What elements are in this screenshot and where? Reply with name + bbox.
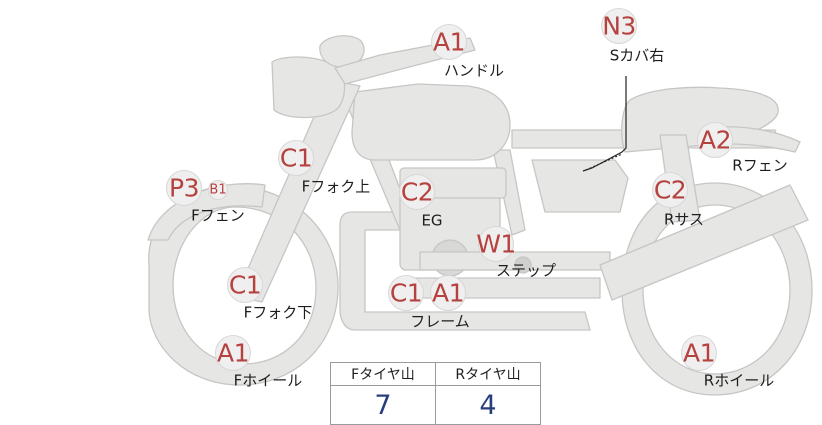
rsus-bubble <box>652 172 688 208</box>
headlight-shape <box>271 56 346 119</box>
rsus-label: Rサス <box>663 210 705 229</box>
rwheel-label: Rホイール <box>703 371 775 390</box>
tire-tread-table: Fタイヤ山 Rタイヤ山 7 4 <box>330 362 541 425</box>
frame-code-1: C1 <box>389 278 423 308</box>
frame-bubble-2 <box>430 275 466 311</box>
fwheel-bubble <box>215 335 251 371</box>
step-code: W1 <box>476 229 516 259</box>
sidecover-pointer-dash <box>585 153 623 171</box>
ffork-lo-label: Fフォク下 <box>243 303 313 322</box>
gauge-shape <box>319 35 365 68</box>
rwheel-bubble <box>681 335 717 371</box>
handle-bubble <box>431 24 467 60</box>
frame-code-2: A1 <box>431 278 465 308</box>
ffork-up-bubble <box>278 140 314 176</box>
tank-shape <box>351 83 511 161</box>
step-label: ステップ <box>495 261 557 280</box>
front-tire-value: 7 <box>330 385 436 425</box>
rfender-bubble <box>697 122 733 158</box>
muffler-shape <box>599 184 809 301</box>
front-fork-shape <box>235 79 361 303</box>
scover-label: Sカバ右 <box>609 46 665 65</box>
front-tire-header: Fタイヤ山 <box>330 362 436 386</box>
exhaust-shape <box>339 211 591 331</box>
eg-label: EG <box>421 211 443 230</box>
eg-code: C2 <box>400 177 434 207</box>
ffork-lo-code: C1 <box>228 270 262 300</box>
scover-bubble <box>601 8 637 44</box>
handle-label: ハンドル <box>443 61 505 80</box>
ffender-bubble <box>166 170 202 206</box>
step-knob-shape <box>514 256 532 274</box>
ffork-lo-bubble <box>227 267 263 303</box>
frame-bubble-1 <box>388 275 424 311</box>
fwheel-code: A1 <box>216 338 250 368</box>
ffender-label: Fフェン <box>191 206 245 225</box>
sidecover-pointer-line <box>582 76 627 172</box>
ffender-sub-bubble <box>208 180 228 200</box>
step-bubble <box>478 226 514 262</box>
handle-code: A1 <box>432 27 466 57</box>
ffork-up-label: Fフォク上 <box>301 177 371 196</box>
rfender-code: A2 <box>698 125 732 155</box>
side-cover-shape <box>531 159 629 213</box>
ffork-up-code: C1 <box>279 143 313 173</box>
ffender-code-2: B1 <box>209 182 227 198</box>
rfender-label: Rフェン <box>732 156 788 175</box>
rwheel-code: A1 <box>682 338 716 368</box>
rear-tire-header: Rタイヤ山 <box>435 362 541 386</box>
fwheel-label: Fホイール <box>233 371 303 390</box>
eg-bubble <box>399 174 435 210</box>
rear-tire-value: 4 <box>435 385 541 425</box>
front-fender-shape <box>147 183 266 241</box>
scover-code: N3 <box>602 11 636 41</box>
ffender-code: P3 <box>169 173 199 203</box>
rsus-code: C2 <box>653 175 687 205</box>
frame-label: フレーム <box>410 312 470 331</box>
